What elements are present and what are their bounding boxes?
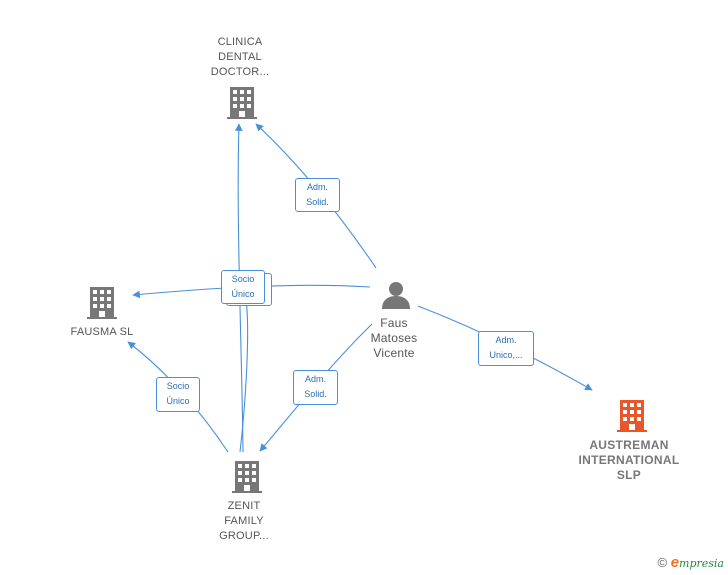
edge-label-line: Socio [166, 381, 190, 391]
node-fausma[interactable]: FAUSMA SL [52, 325, 152, 340]
copyright-symbol: © [657, 555, 668, 570]
building-icon[interactable] [227, 87, 257, 119]
building-icon[interactable] [87, 287, 117, 319]
edge-label-line: Adm. [306, 182, 328, 192]
edge-zenit-socio [239, 299, 249, 453]
edge-label-line: Socio [231, 274, 255, 284]
person-icon[interactable] [382, 282, 410, 309]
edge-label-faus-zenit[interactable]: Adm. Solid. [293, 370, 338, 405]
brand-logo-text: mpresia [679, 557, 724, 570]
node-label: AUSTREMAN [589, 438, 669, 452]
edge-label-line: Solid. [306, 197, 329, 207]
node-label: CLINICA [217, 36, 263, 48]
edge-label-line: Solid. [304, 389, 327, 399]
brand-logo-e: e [670, 554, 680, 571]
node-clinica[interactable]: CLINICA DENTAL DOCTOR... [192, 35, 288, 80]
empresia-watermark: © empresia [657, 554, 724, 571]
node-label: INTERNATIONAL [578, 453, 680, 467]
node-label: Matoses [370, 331, 418, 345]
node-zenit[interactable]: ZENIT FAMILY GROUP... [196, 499, 292, 544]
node-label: DOCTOR... [210, 66, 270, 78]
edge-label-line: Adm. [304, 374, 326, 384]
node-label: Faus [380, 316, 408, 330]
edge-label-faus-clinica[interactable]: Adm. Solid. [295, 178, 340, 212]
node-label: Vicente [373, 346, 415, 360]
edge-label-faus-austreman[interactable]: Adm. Unico,... [478, 331, 534, 366]
node-label: GROUP... [219, 530, 269, 542]
node-label: FAMILY [224, 515, 264, 527]
edge-label-line: Unico,... [489, 350, 523, 360]
node-austreman[interactable]: AUSTREMAN INTERNATIONAL SLP [568, 438, 690, 483]
node-label: SLP [616, 468, 642, 482]
edge-label-zenit-fausma[interactable]: Socio Único [156, 377, 200, 412]
edge-label-line: Único [166, 396, 190, 406]
building-icon[interactable] [232, 461, 262, 493]
node-label: DENTAL [218, 51, 262, 63]
building-icon[interactable] [617, 400, 647, 432]
edge-label-socio-center[interactable]: Socio Único [221, 270, 265, 304]
edge-label-line: Único [231, 289, 255, 299]
node-label: FAUSMA SL [70, 326, 134, 338]
node-faus[interactable]: Faus Matoses Vicente [348, 316, 440, 361]
edge-label-line: Adm. [495, 335, 517, 345]
node-label: ZENIT [227, 500, 261, 512]
